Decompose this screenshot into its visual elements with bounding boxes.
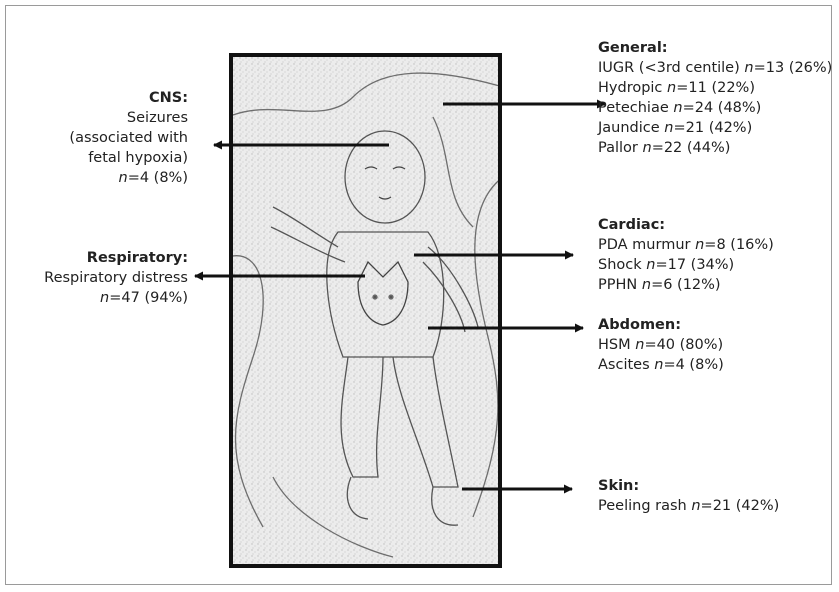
respiratory-stat-n: n (100, 290, 110, 306)
general-heading: General: (598, 40, 668, 56)
cns-line: Seizures (126, 110, 188, 126)
infant-sketch-icon (233, 57, 498, 564)
cns-heading: CNS: (148, 90, 188, 106)
skin-section: Skin: Peeling rash n=21 (42%) (598, 476, 779, 516)
cardiac-heading: Cardiac: (598, 217, 666, 233)
infant-sketch-photo (229, 53, 502, 568)
cardiac-section: Cardiac: PDA murmur n=8 (16%) Shock n=17… (598, 215, 774, 295)
abdomen-item: Ascites n=4 (8%) (598, 357, 724, 373)
general-item: Pallor n=22 (44%) (598, 140, 731, 156)
abdomen-section: Abdomen: HSM n=40 (80%) Ascites n=4 (8%) (598, 315, 724, 375)
respiratory-stat: n=47 (94%) (44, 288, 188, 308)
cns-section: CNS: Seizures (associated with fetal hyp… (69, 88, 188, 188)
cns-stat-value: =4 (8%) (127, 170, 188, 186)
cardiac-item: Shock n=17 (34%) (598, 257, 735, 273)
cardiac-item: PPHN n=6 (12%) (598, 277, 721, 293)
skin-heading: Skin: (598, 478, 640, 494)
respiratory-heading: Respiratory: (86, 250, 188, 266)
cns-line: fetal hypoxia) (88, 150, 188, 166)
general-item: Petechiae n=24 (48%) (598, 100, 762, 116)
general-section: General: IUGR (<3rd centile) n=13 (26%) … (598, 38, 832, 158)
respiratory-stat-value: =47 (94%) (109, 290, 188, 306)
cns-stat: n=4 (8%) (69, 168, 188, 188)
cns-stat-n: n (118, 170, 128, 186)
cns-line: (associated with (69, 130, 188, 146)
abdomen-heading: Abdomen: (598, 317, 682, 333)
general-item: Hydropic n=11 (22%) (598, 80, 755, 96)
respiratory-section: Respiratory: Respiratory distress n=47 (… (44, 248, 188, 308)
abdomen-item: HSM n=40 (80%) (598, 337, 724, 353)
figure-frame (5, 5, 832, 585)
general-item: Jaundice n=21 (42%) (598, 120, 753, 136)
cardiac-item: PDA murmur n=8 (16%) (598, 237, 774, 253)
general-item: IUGR (<3rd centile) n=13 (26%) (598, 60, 833, 76)
respiratory-line: Respiratory distress (44, 270, 188, 286)
skin-item: Peeling rash n=21 (42%) (598, 498, 780, 514)
